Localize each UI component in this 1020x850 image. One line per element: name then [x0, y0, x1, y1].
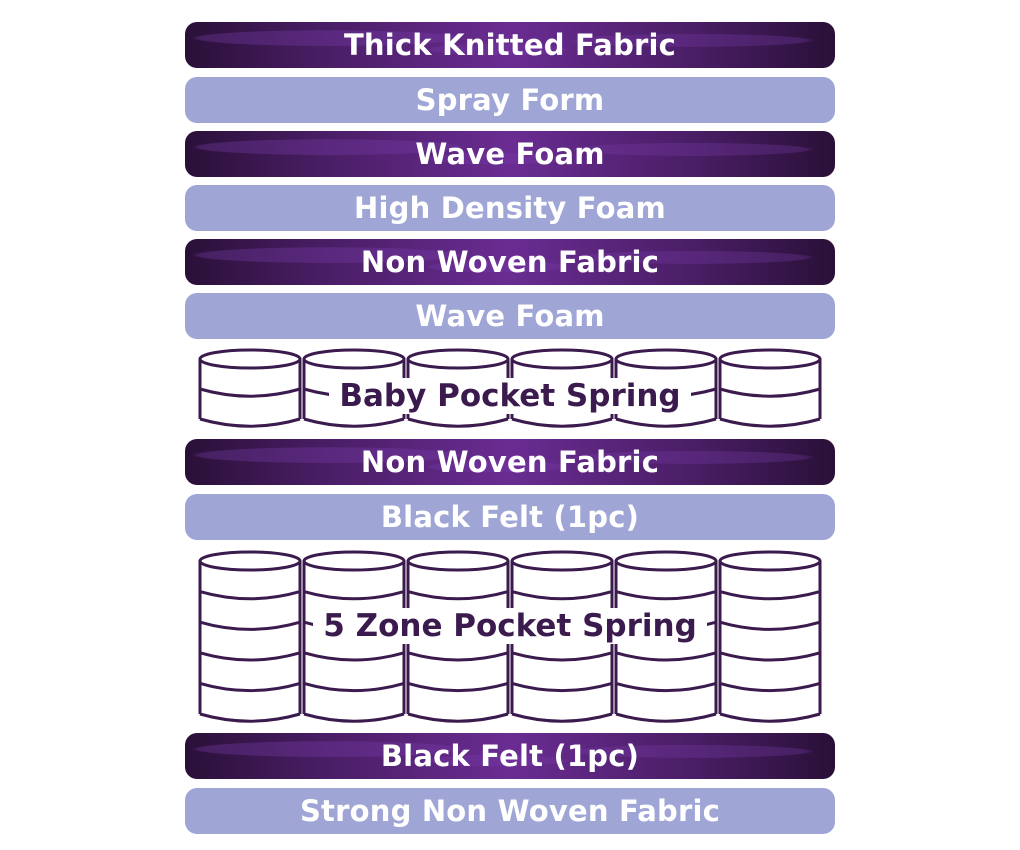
baby-pocket-spring-layer: Baby Pocket Spring — [198, 348, 822, 430]
layer-label: Wave Foam — [415, 137, 605, 171]
spring-coil — [302, 348, 406, 428]
layer-label: High Density Foam — [354, 191, 666, 225]
layer-non-woven-fabric-top: Non Woven Fabric — [185, 239, 835, 285]
five-zone-pocket-spring-label: 5 Zone Pocket Spring — [313, 608, 707, 644]
spring-label: Baby Pocket Spring — [198, 378, 822, 414]
layer-label: Spray Form — [415, 83, 605, 117]
layer-black-felt-top: Black Felt (1pc) — [185, 494, 835, 540]
layer-label: Wave Foam — [415, 299, 605, 333]
layer-spray-form: Spray Form — [185, 77, 835, 123]
baby-spring-coils — [198, 348, 822, 428]
layer-non-woven-fabric: Non Woven Fabric — [185, 439, 835, 485]
layer-label: Thick Knitted Fabric — [343, 28, 677, 62]
baby-pocket-spring-label: Baby Pocket Spring — [329, 378, 691, 414]
layer-label: Non Woven Fabric — [360, 445, 660, 479]
layer-wave-foam-top: Wave Foam — [185, 131, 835, 177]
layer-label: Black Felt (1pc) — [380, 739, 640, 773]
layer-thick-knitted-fabric: Thick Knitted Fabric — [185, 22, 835, 68]
spring-coil — [198, 348, 302, 428]
spring-coil — [198, 550, 302, 723]
five-zone-pocket-spring-layer: 5 Zone Pocket Spring — [198, 550, 822, 725]
spring-coil — [718, 550, 822, 723]
spring-coil — [510, 348, 614, 428]
layer-label: Black Felt (1pc) — [380, 500, 640, 534]
layer-high-density-foam: High Density Foam — [185, 185, 835, 231]
spring-coil — [718, 348, 822, 428]
layer-black-felt-bottom: Black Felt (1pc) — [185, 733, 835, 779]
layer-strong-non-woven-fabric: Strong Non Woven Fabric — [185, 788, 835, 834]
layer-wave-foam: Wave Foam — [185, 293, 835, 339]
spring-coil — [302, 550, 406, 723]
layer-label: Strong Non Woven Fabric — [299, 794, 721, 828]
spring-label: 5 Zone Pocket Spring — [198, 608, 822, 644]
layer-label: Non Woven Fabric — [360, 245, 660, 279]
